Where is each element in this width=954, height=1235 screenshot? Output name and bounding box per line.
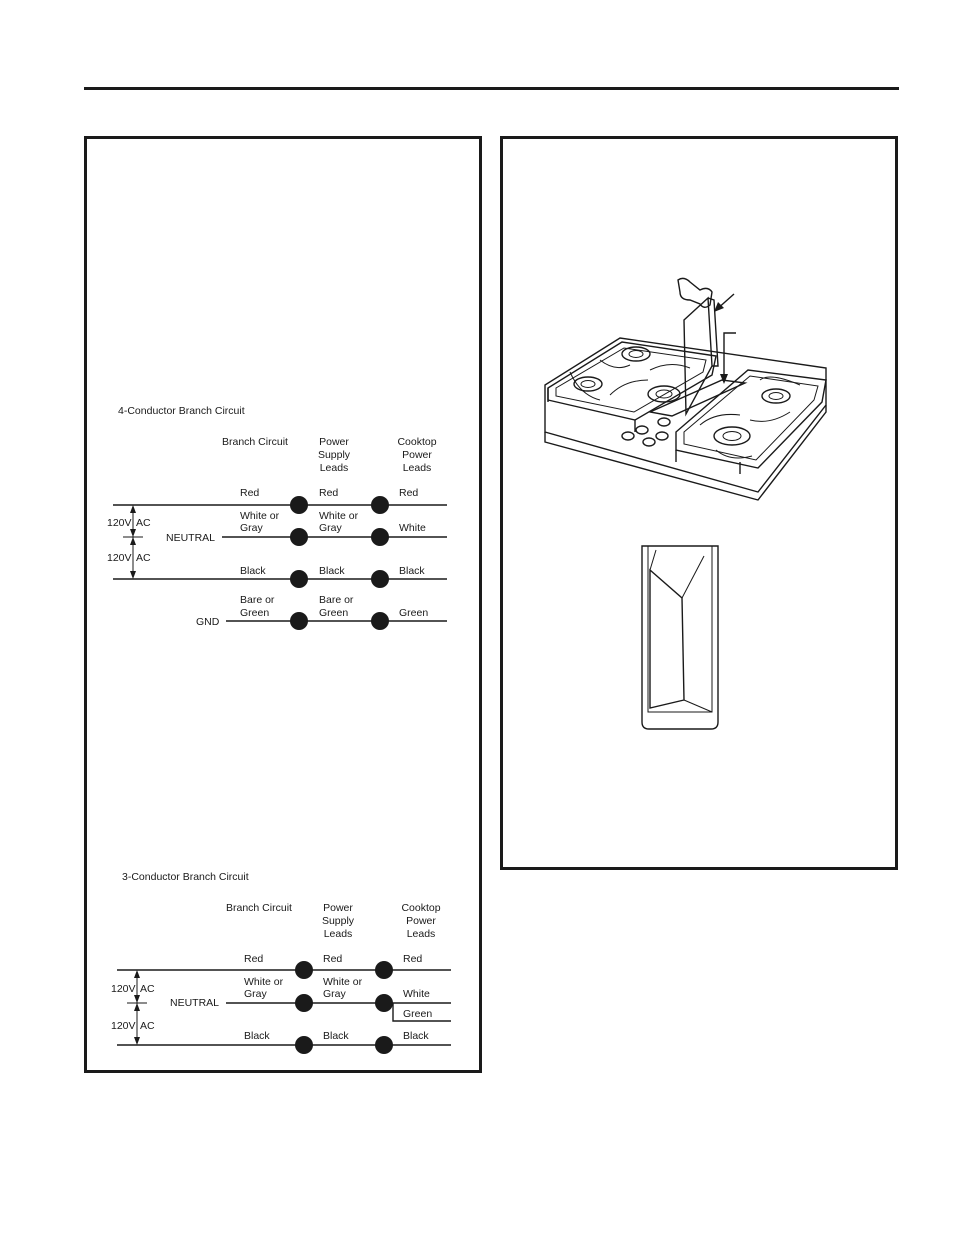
four-col-cooktop-header-3: Leads bbox=[403, 462, 432, 474]
four-col-branch-header: Branch Circuit bbox=[222, 436, 288, 448]
three-r1-branch-1: White or bbox=[244, 976, 284, 988]
four-r1-branch-1: White or bbox=[240, 510, 280, 522]
four-voltage-bottom: 120V bbox=[107, 552, 132, 564]
left-burner-grates bbox=[547, 341, 717, 432]
four-connector-ground-cooktop bbox=[371, 612, 389, 630]
three-r2-branch: Black bbox=[244, 1030, 270, 1042]
filter-side-edge bbox=[681, 555, 705, 599]
three-col-branch-header: Branch Circuit bbox=[226, 902, 292, 914]
three-r0-power: Red bbox=[323, 953, 342, 965]
three-col-cooktop-header-2: Power bbox=[406, 915, 436, 927]
three-r1-power-2: Gray bbox=[323, 988, 347, 1000]
three-r1-branch-2: Gray bbox=[244, 988, 268, 1000]
four-connector-red-power bbox=[290, 496, 308, 514]
three-col-power-header-3: Leads bbox=[324, 928, 353, 940]
three-r1-cooktop: White bbox=[403, 988, 430, 1000]
three-ac-bottom: AC bbox=[140, 1020, 155, 1032]
control-knobs bbox=[621, 417, 671, 447]
four-col-cooktop-header-2: Power bbox=[402, 449, 432, 461]
three-r2-power: Black bbox=[323, 1030, 349, 1042]
four-r1-branch-2: Gray bbox=[240, 522, 264, 534]
hand bbox=[677, 277, 713, 308]
three-green-jumper bbox=[392, 1003, 451, 1022]
three-voltage-arrows bbox=[127, 970, 147, 1045]
three-conductor-title: 3-Conductor Branch Circuit bbox=[122, 871, 249, 883]
four-r2-branch: Black bbox=[240, 565, 266, 577]
three-neutral-label: NEUTRAL bbox=[170, 997, 219, 1009]
four-gnd-label: GND bbox=[196, 616, 220, 628]
three-connector-neutral-power bbox=[295, 994, 313, 1012]
four-r3-power-1: Bare or bbox=[319, 594, 354, 606]
wiring-diagrams-panel bbox=[84, 136, 482, 1073]
four-ac-top: AC bbox=[136, 517, 151, 529]
cooktop-front-edge bbox=[544, 405, 827, 501]
four-col-cooktop-header-1: Cooktop bbox=[397, 436, 436, 448]
four-r1-cooktop: White bbox=[399, 522, 426, 534]
header-rule bbox=[84, 87, 899, 90]
four-col-power-header-2: Supply bbox=[318, 449, 351, 461]
three-ac-top: AC bbox=[140, 983, 155, 995]
filter-callout-arrowhead bbox=[714, 302, 724, 312]
three-voltage-top: 120V bbox=[111, 983, 136, 995]
four-r3-cooktop: Green bbox=[399, 607, 428, 619]
filter-housing-inner bbox=[647, 546, 713, 713]
three-col-cooktop-header-3: Leads bbox=[407, 928, 436, 940]
three-connector-red-cooktop bbox=[375, 961, 393, 979]
filter-detail bbox=[641, 545, 719, 730]
filter-bottom-edge bbox=[683, 699, 713, 713]
four-connector-ground-power bbox=[290, 612, 308, 630]
four-neutral-label: NEUTRAL bbox=[166, 532, 215, 544]
three-connector-red-power bbox=[295, 961, 313, 979]
four-connector-neutral-cooktop bbox=[371, 528, 389, 546]
four-r1-power-2: Gray bbox=[319, 522, 343, 534]
three-col-power-header-1: Power bbox=[323, 902, 353, 914]
four-connector-black-power bbox=[290, 570, 308, 588]
four-conductor-title: 4-Conductor Branch Circuit bbox=[118, 405, 245, 417]
four-voltage-arrows bbox=[123, 505, 143, 579]
three-voltage-bottom: 120V bbox=[111, 1020, 136, 1032]
three-r0-branch: Red bbox=[244, 953, 263, 965]
four-voltage-top: 120V bbox=[107, 517, 132, 529]
four-r0-cooktop: Red bbox=[399, 487, 418, 499]
three-col-cooktop-header-1: Cooktop bbox=[401, 902, 440, 914]
vent-callout-arrowhead bbox=[720, 374, 728, 384]
three-r2-cooktop: Black bbox=[403, 1030, 429, 1042]
four-r2-cooktop: Black bbox=[399, 565, 425, 577]
four-ac-bottom: AC bbox=[136, 552, 151, 564]
four-conductor-diagram: 4-Conductor Branch Circuit Branch Circui… bbox=[107, 405, 447, 630]
four-r2-power: Black bbox=[319, 565, 345, 577]
three-r1-power-1: White or bbox=[323, 976, 363, 988]
four-connector-black-cooktop bbox=[371, 570, 389, 588]
four-col-power-header-1: Power bbox=[319, 436, 349, 448]
four-col-power-header-3: Leads bbox=[320, 462, 349, 474]
four-r0-power: Red bbox=[319, 487, 338, 499]
filter-panel bbox=[683, 296, 713, 417]
filter-illustration-panel bbox=[500, 136, 898, 870]
three-col-power-header-2: Supply bbox=[322, 915, 355, 927]
filter-top-edge bbox=[649, 549, 657, 571]
four-connector-neutral-power bbox=[290, 528, 308, 546]
three-conductor-diagram: 3-Conductor Branch Circuit Branch Circui… bbox=[111, 871, 451, 1054]
four-r0-branch: Red bbox=[240, 487, 259, 499]
four-connector-red-cooktop bbox=[371, 496, 389, 514]
filter-mesh bbox=[649, 568, 685, 709]
four-r3-power-2: Green bbox=[319, 607, 348, 619]
right-burner-grates bbox=[675, 369, 827, 474]
three-connector-neutral-cooktop bbox=[375, 994, 393, 1012]
three-r0-cooktop: Red bbox=[403, 953, 422, 965]
four-r3-branch-2: Green bbox=[240, 607, 269, 619]
four-r3-branch-1: Bare or bbox=[240, 594, 275, 606]
vent-callout-line bbox=[723, 332, 736, 378]
three-connector-black-power bbox=[295, 1036, 313, 1054]
filter-housing bbox=[641, 545, 719, 730]
three-connector-black-cooktop bbox=[375, 1036, 393, 1054]
cooktop-illustration bbox=[544, 277, 827, 501]
three-green-label: Green bbox=[403, 1008, 432, 1020]
four-r1-power-1: White or bbox=[319, 510, 359, 522]
